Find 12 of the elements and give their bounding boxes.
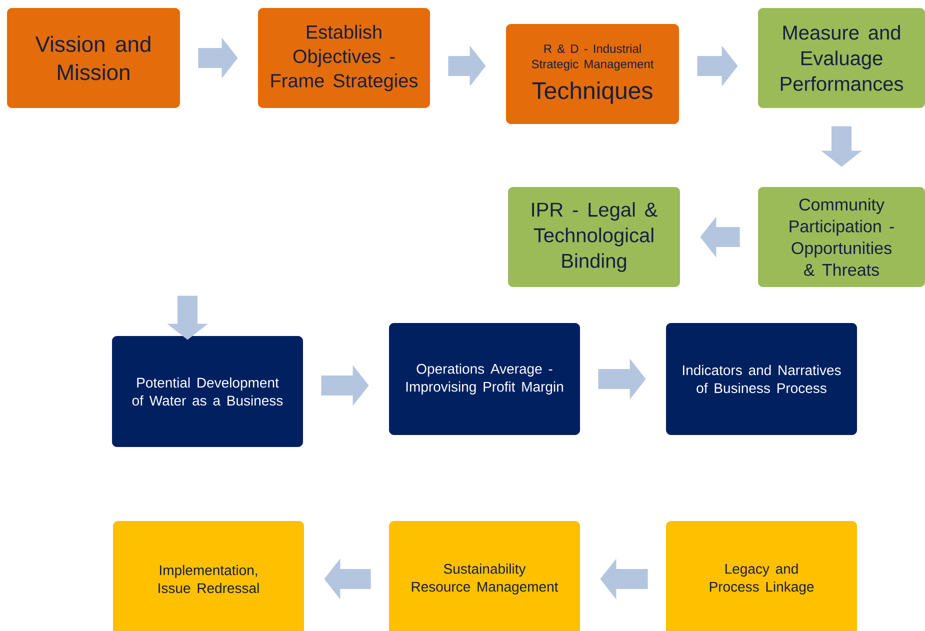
process-box: Sustainability Resource Management [389, 521, 580, 631]
process-box: Establish Objectives - Frame Strategies [258, 8, 430, 108]
process-box: Implementation, Issue Redressal [113, 521, 304, 631]
process-box: Potential Development of Water as a Business [112, 336, 303, 447]
process-box: Operations Average - Improvising Profit Margin [389, 323, 580, 435]
process-box: Measure and Evaluage Performances [758, 8, 925, 108]
process-box: Vission and Mission [7, 8, 180, 108]
process-box: IPR - Legal & Technological Binding [508, 187, 680, 287]
process-box: Community Participation - Opportunities & Threats [758, 187, 925, 287]
process-box: R & D - Industrial Strategic Management Techniques [506, 24, 679, 124]
process-box: Legacy and Process Linkage [666, 521, 858, 631]
process-box: Indicators and Narratives of Business Process [666, 323, 858, 435]
